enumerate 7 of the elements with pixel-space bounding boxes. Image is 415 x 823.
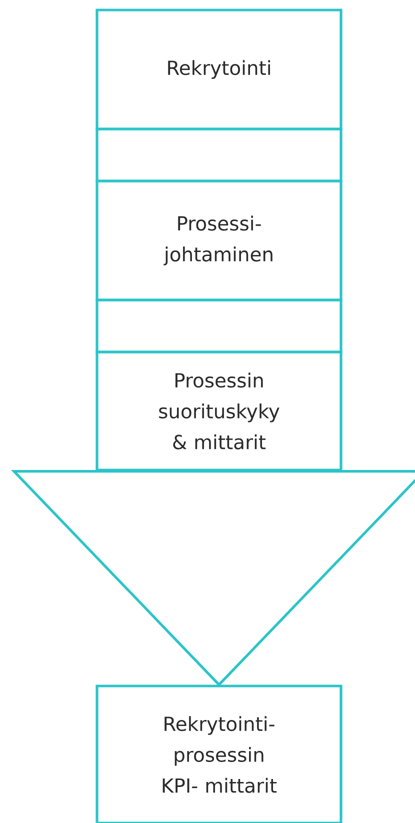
process-box: Prosessin suorituskyky & mittarit (96, 350, 342, 472)
process-box: Rekrytointi (96, 8, 342, 130)
empty-box (96, 128, 342, 182)
process-box: Prosessi- johtaminen (96, 180, 342, 302)
empty-box (96, 298, 342, 354)
process-box: Rekrytointi- prosessin KPI- mittarit (96, 684, 342, 823)
arrow (10, 470, 415, 687)
